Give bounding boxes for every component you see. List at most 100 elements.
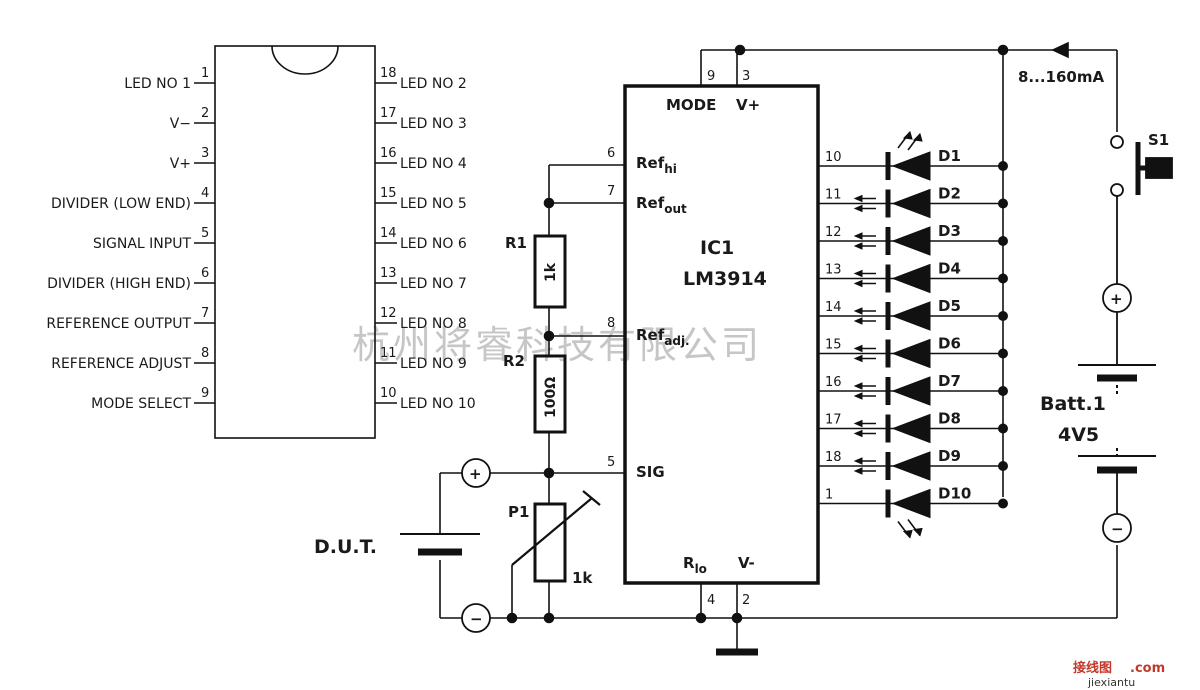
led-name: D8 bbox=[938, 410, 961, 428]
pinout-ic-body bbox=[214, 45, 376, 439]
led-pin-number: 13 bbox=[825, 263, 842, 278]
pinout-pin-label: DIVIDER (LOW END) bbox=[51, 196, 191, 212]
pinout-pin-label: LED NO 6 bbox=[400, 236, 467, 252]
ic1-refout-label: Refout bbox=[636, 194, 687, 216]
led-pin-number: 16 bbox=[825, 375, 842, 390]
led-d3: 12 D3 bbox=[818, 222, 1008, 256]
pinout-pin-label: REFERENCE ADJUST bbox=[51, 356, 191, 372]
ic1-pin4-num: 4 bbox=[707, 593, 715, 608]
r2-resistor bbox=[533, 354, 567, 434]
ic1-pin6-num: 6 bbox=[607, 146, 615, 161]
p1-wiper bbox=[511, 497, 593, 566]
pinout-pin-label: V− bbox=[170, 116, 191, 132]
p1-value: 1k bbox=[572, 569, 593, 587]
led-name: D4 bbox=[938, 260, 961, 278]
watermark-text: 杭州将睿科技有限公司 bbox=[352, 323, 762, 367]
led-d2: 11 D2 bbox=[818, 185, 1008, 219]
pinout-pin-label: V+ bbox=[170, 156, 191, 172]
pinout-pin-number: 10 bbox=[380, 386, 397, 401]
pinout-pin-number: 6 bbox=[201, 266, 209, 281]
p1-potentiometer bbox=[533, 502, 567, 583]
pinout-pin-label: LED NO 3 bbox=[400, 116, 467, 132]
led-pin-number: 18 bbox=[825, 450, 842, 465]
ic1-refadj-label: Refadj. bbox=[636, 326, 690, 348]
pinout-pin-number: 8 bbox=[201, 346, 209, 361]
ic1-pin8-num: 8 bbox=[607, 316, 615, 331]
led-name: D3 bbox=[938, 222, 961, 240]
pinout-pin-number: 11 bbox=[380, 346, 397, 361]
pinout-pin-number: 9 bbox=[201, 386, 209, 401]
led-pin-number: 17 bbox=[825, 413, 842, 428]
led-name: D9 bbox=[938, 447, 961, 465]
pinout-pin-label: LED NO 2 bbox=[400, 76, 467, 92]
ic1-pin3-num: 3 bbox=[742, 69, 750, 84]
svg-text:.com: .com bbox=[1130, 661, 1165, 676]
pinout-pin-label: LED NO 5 bbox=[400, 196, 467, 212]
pinout-pin-label: SIGNAL INPUT bbox=[93, 236, 191, 252]
pinout-pin-number: 14 bbox=[380, 226, 397, 241]
led-d10: 1 D10 bbox=[818, 485, 1008, 539]
ic1-pin5-num: 5 bbox=[607, 455, 615, 470]
p1-wiper-tip bbox=[582, 490, 601, 506]
led-d9: 18 D9 bbox=[818, 447, 1008, 481]
ic1: MODE V+ IC1 LM3914 Rlo V- 9 3 4 2 6 7 8 … bbox=[607, 50, 820, 652]
led-pin-number: 10 bbox=[825, 150, 842, 165]
ic1-mode-label: MODE bbox=[666, 96, 716, 114]
ic1-part: LM3914 bbox=[683, 268, 767, 290]
pinout-pin-number: 12 bbox=[380, 306, 397, 321]
pinout-pin-number: 17 bbox=[380, 106, 397, 121]
pinout-pin-number: 1 bbox=[201, 66, 209, 81]
ic1-pin2-num: 2 bbox=[742, 593, 750, 608]
pinout-pin-label: LED NO 4 bbox=[400, 156, 467, 172]
battery-minus-terminal: − bbox=[1102, 513, 1132, 543]
r2-value: 100Ω bbox=[543, 377, 559, 418]
led-pin-number: 11 bbox=[825, 188, 842, 203]
pinout-pin-label: LED NO 8 bbox=[400, 316, 467, 332]
svg-text:−: − bbox=[1111, 520, 1124, 538]
pinout-pin-label: DIVIDER (HIGH END) bbox=[47, 276, 191, 292]
pinout-pin-label: LED NO 7 bbox=[400, 276, 467, 292]
pinout-pin-number: 16 bbox=[380, 146, 397, 161]
svg-text:+: + bbox=[1110, 290, 1123, 308]
switch-s1 bbox=[1110, 135, 1173, 514]
led-pin-number: 12 bbox=[825, 225, 842, 240]
ic1-refhi-label: Refhi bbox=[636, 154, 677, 176]
pinout-pin-number: 13 bbox=[380, 266, 397, 281]
led-name: D5 bbox=[938, 297, 961, 315]
dut-label: D.U.T. bbox=[314, 536, 377, 558]
pinout-pin-label: MODE SELECT bbox=[91, 396, 191, 412]
svg-text:−: − bbox=[470, 610, 483, 628]
pinout-pin-label: LED NO 1 bbox=[124, 76, 191, 92]
current-label: 8...160mA bbox=[1018, 68, 1104, 86]
battery-label: Batt.1 bbox=[1040, 393, 1106, 415]
r2-label: R2 bbox=[503, 352, 525, 370]
site-logo: 接线图 .com jiexiantu bbox=[1073, 660, 1165, 689]
switch-label: S1 bbox=[1148, 131, 1169, 149]
ic1-rlo-label: Rlo bbox=[683, 554, 707, 576]
led-pin-number: 15 bbox=[825, 338, 842, 353]
pinout-pin-number: 7 bbox=[201, 306, 209, 321]
led-pin-number: 1 bbox=[825, 488, 833, 503]
r1-label: R1 bbox=[505, 234, 527, 252]
svg-text:jiexiantu: jiexiantu bbox=[1087, 676, 1135, 689]
led-name: D10 bbox=[938, 485, 971, 503]
led-name: D2 bbox=[938, 185, 961, 203]
pinout-pin-number: 15 bbox=[380, 186, 397, 201]
battery-plus-terminal: + bbox=[1102, 283, 1132, 313]
ic1-name: IC1 bbox=[700, 237, 734, 259]
svg-text:接线图: 接线图 bbox=[1073, 660, 1112, 676]
